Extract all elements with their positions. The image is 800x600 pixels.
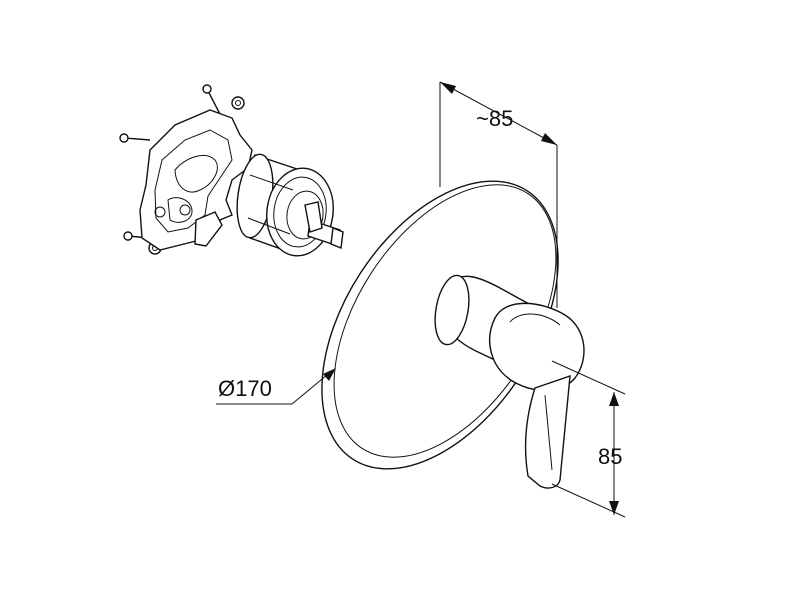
rough-in-valve-body — [119, 84, 344, 257]
valve-housing — [139, 109, 253, 251]
dimension-height: 85 — [551, 360, 626, 518]
trim-plate-assembly — [321, 180, 585, 489]
handle-lever — [524, 374, 571, 489]
height-dimension-label: 85 — [598, 444, 622, 469]
dimension-diameter: Ø170 — [216, 368, 336, 405]
handle-body — [434, 274, 585, 392]
cartridge-cylinder — [236, 153, 334, 257]
depth-dimension-label: ~85 — [476, 106, 513, 131]
dimension-depth: ~85 — [439, 81, 558, 308]
diameter-dimension-label: Ø170 — [218, 376, 272, 401]
valve-stem — [304, 201, 344, 249]
